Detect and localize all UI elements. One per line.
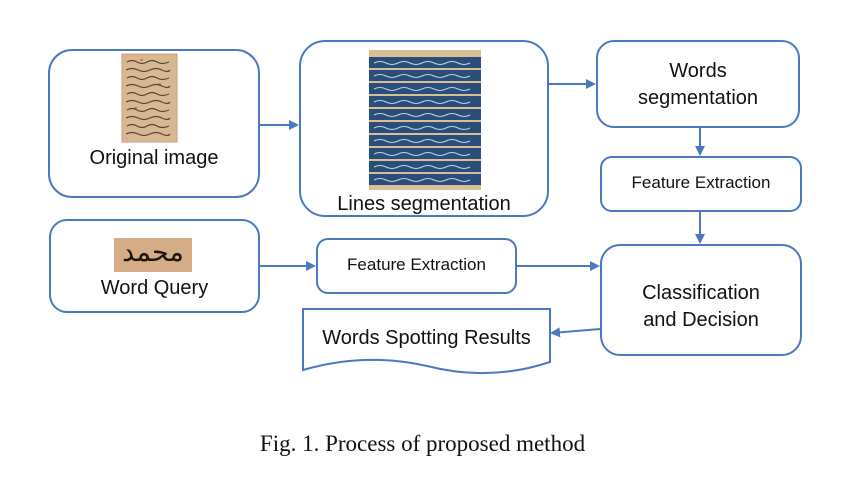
original-image-label: Original image [89, 147, 219, 169]
query-word-image: محمد [122, 237, 184, 268]
figure-caption: Fig. 1. Process of proposed method [259, 431, 586, 456]
results-label: Words Spotting Results [322, 327, 531, 349]
feature-extraction-right-label: Feature Extraction [631, 173, 771, 192]
feature-extraction-left-box [316, 238, 517, 294]
lines-segmentation-label: Lines segmentation [337, 193, 511, 215]
classification-box [600, 244, 802, 356]
word-query-label: Word Query [100, 277, 209, 299]
classification-label-2: and Decision [643, 309, 759, 331]
words-segmentation-label-1: Words [669, 60, 727, 82]
classification-label-1: Classification [642, 282, 760, 304]
words-segmentation-label-2: segmentation [637, 87, 759, 109]
words-segmentation-box [596, 40, 800, 128]
feature-extraction-left-label: Feature Extraction [347, 255, 486, 274]
lines-segmentation-box [299, 40, 549, 217]
original-image-box [48, 49, 260, 198]
arrow-classification-to-results [550, 327, 601, 338]
feature-extraction-right-box [600, 156, 802, 212]
